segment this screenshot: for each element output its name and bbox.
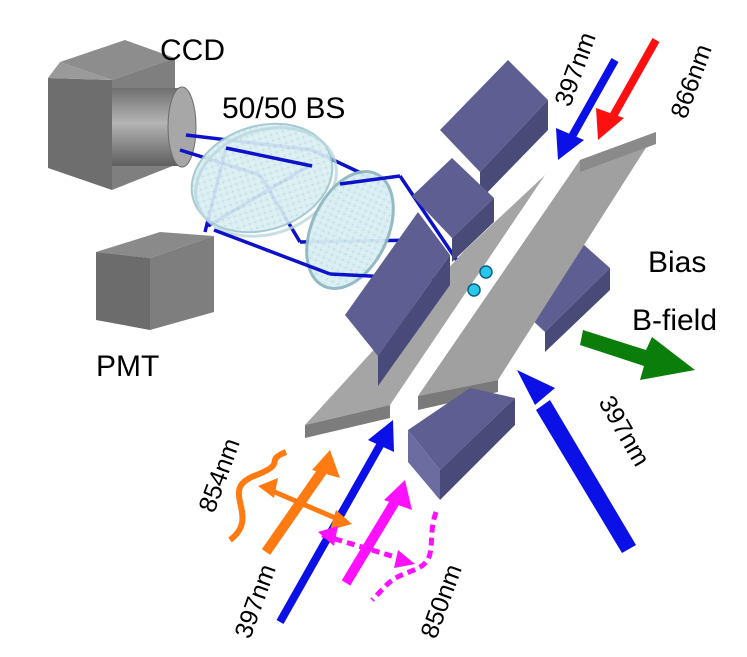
bfield-label: B-field [632,304,717,337]
wavelength-397-right: 397nm [593,391,655,471]
arrow-icon [580,330,695,380]
arrow-icon [517,370,636,553]
lens-icon [305,170,395,290]
pmt-detector-icon [96,232,214,330]
pmt-label: PMT [96,350,159,383]
arrow-icon [318,480,439,602]
ccd-label: CCD [160,34,225,67]
left-front-electrodes [345,212,450,386]
ccd-camera-icon [48,40,197,190]
wavelength-397-bottom: 397nm [229,561,281,642]
lower-front-electrode [408,388,515,500]
detection-beam-front [213,146,460,282]
beamsplitter-icon [190,122,338,238]
arrow-icon [556,58,619,160]
ion-icon [467,265,493,297]
arrow-icon [596,38,660,140]
wavelength-866: 866nm [665,41,717,122]
bias-label: Bias [648,246,706,279]
arrow-icon [228,449,352,555]
beamsplitter-label: 50/50 BS [222,92,345,125]
right-rail [418,132,656,410]
wavelength-850: 850nm [415,561,467,642]
